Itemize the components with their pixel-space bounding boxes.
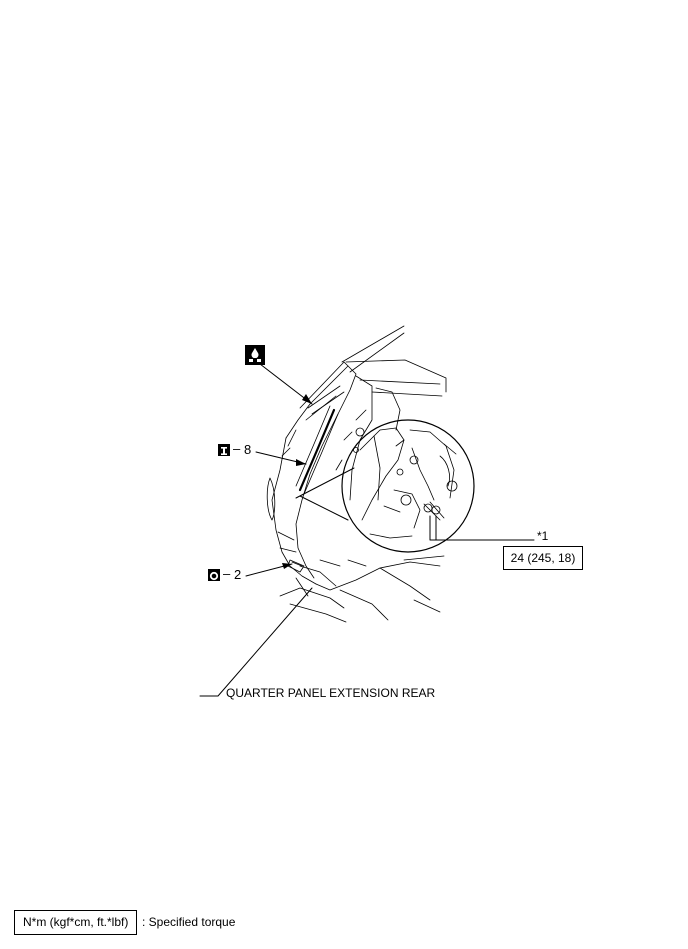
callout-dash-2: – — [223, 566, 231, 581]
roof-line — [341, 325, 405, 363]
extension-panel-outline — [271, 437, 317, 585]
pillar-outer — [295, 361, 357, 579]
callout-8: 8 — [244, 442, 252, 457]
zoom-circle — [341, 419, 475, 553]
callout-dash-8: – — [233, 441, 241, 456]
torque-legend: N*m (kgf*cm, ft.*lbf) : Specified torque — [14, 910, 235, 935]
callout-star1: *1 — [537, 529, 549, 543]
leader-star1 — [429, 515, 535, 541]
callout-2: 2 — [234, 567, 242, 582]
oring-part-icon — [208, 569, 220, 581]
sealer-bead — [298, 408, 336, 492]
torque-value-box: 24 (245, 18) — [503, 546, 583, 570]
replace-part-icon — [218, 444, 230, 456]
leader-part-name — [199, 587, 313, 697]
sealer-icon — [245, 345, 265, 365]
legend-description: : Specified torque — [142, 915, 236, 929]
sealer-leader — [259, 363, 313, 405]
part-name-label: QUARTER PANEL EXTENSION REAR — [226, 686, 436, 700]
legend-unit-box: N*m (kgf*cm, ft.*lbf) — [14, 910, 138, 935]
